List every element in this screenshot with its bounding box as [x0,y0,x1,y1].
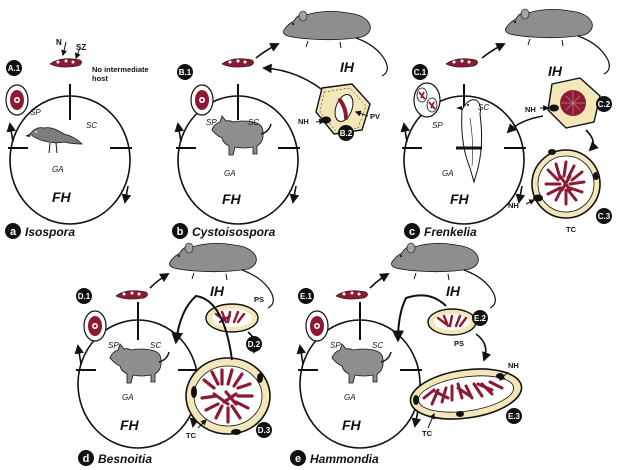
lobulated-cyst-icon [531,149,601,219]
label-fh: FH [450,191,470,207]
badge-c2: C.2 [598,100,611,109]
label-ih: IH [210,283,225,299]
label-nh: NH [508,201,519,210]
oocyst-icon [190,84,214,116]
note-no-intermediate-host: No intermediate host [92,65,151,83]
label-pv: PV [370,112,380,121]
label-ih: IH [340,59,355,75]
zoite-icon [445,58,478,68]
oocyst-icon [83,310,107,342]
zoite-icon [49,58,82,68]
badge-d2: D.2 [248,340,261,349]
panel-e-letter: e [295,453,301,465]
label-fh: FH [120,417,140,433]
label-fh: FH [222,191,242,207]
panel-d-besnoitia: D.1 D.2 D.3 IH PS TC SP SC GA FH d Besno… [74,242,274,466]
badge-a1-label: A.1 [8,64,21,73]
badge-b1: B.1 [179,68,192,77]
badge-c1: C.1 [414,68,427,77]
tissue-cyst-small-icon [427,308,477,336]
tissue-cyst-elongated-icon [409,368,523,420]
panel-c-letter: c [409,226,415,238]
cat-host-icon [211,115,272,156]
label-n: N [56,38,62,47]
label-ps: PS [454,339,464,348]
label-ga: GA [122,393,134,402]
label-sp: SP [432,121,443,130]
label-sc: SC [150,341,161,350]
oocyst-icon [305,310,329,342]
zoite-icon [335,290,368,300]
label-tc: TC [186,431,197,440]
label-sc: SC [248,118,259,127]
brain-cyst-icon [547,77,601,129]
zoite-icon [221,58,254,68]
panel-c-genus: Frenkelia [424,225,477,239]
panel-a-letter: a [10,226,17,238]
label-sc: SC [372,341,383,350]
badge-c3: C.3 [598,212,611,221]
label-ih: IH [548,63,563,79]
panel-d-letter: d [83,453,90,465]
panel-a-genus: Isospora [25,225,75,239]
panel-b-cystoisospora: B.1 B.2 IH NH PV SP SC GA FH b Cystoisos… [172,10,388,239]
label-ih: IH [446,283,461,299]
label-ps: PS [254,295,264,304]
panel-e-genus: Hammondia [310,452,379,466]
zoite-icon [115,290,148,300]
label-sp: SP [30,108,41,117]
label-sp: SP [108,341,119,350]
label-tc: TC [566,225,577,234]
intermediate-host-cell-icon [315,83,371,135]
label-tc: TC [422,429,433,438]
badge-d1: D.1 [78,292,91,301]
bird-host-icon [24,127,83,154]
tissue-cyst-large-icon [185,357,271,435]
label-sc: SC [86,121,97,130]
panel-a-isospora: A.1 N SZ No intermediate host SP SC GA F… [5,38,151,239]
arrow-down-right-icon [121,185,132,204]
label-sp: SP [330,341,341,350]
panel-a-letter-badge [5,223,21,239]
panel-e-hammondia: E.1 E.2 E.3 IH PS NH TC SP SC GA FH e Ha… [290,242,523,466]
badge-d3: D.3 [258,426,271,435]
badge-e2: E.2 [474,314,487,323]
label-fh: FH [342,417,362,433]
panel-d-genus: Besnoitia [98,452,152,466]
badge-b2: B.2 [340,129,353,138]
badge-e3: E.3 [508,412,521,421]
label-ga: GA [52,165,64,174]
arrow-up-left-icon [6,122,16,143]
label-sp: SP [206,118,217,127]
badge-a1 [6,60,22,76]
label-fh: FH [52,189,72,205]
panel-b-letter: b [177,226,184,238]
label-sc: SC [478,103,489,112]
label-ga: GA [224,169,236,178]
panel-b-genus: Cystoisospora [192,225,276,239]
label-nh: NH [508,361,519,370]
panel-c-frenkelia: C.1 C.2 C.3 IH NH NH TC SP SC GA FH c Fr… [400,8,612,239]
label-ga: GA [344,393,356,402]
tissue-cyst-small-icon [205,303,259,333]
buzzard-host-icon [456,99,483,184]
label-ga: GA [442,169,454,178]
oocyst-icon [413,82,441,118]
badge-e1: E.1 [300,292,313,301]
label-nh: NH [525,105,536,114]
label-sz: SZ [76,43,86,52]
oocyst-icon [5,84,29,116]
label-nh: NH [298,117,309,126]
rat-host-icon [282,10,388,77]
